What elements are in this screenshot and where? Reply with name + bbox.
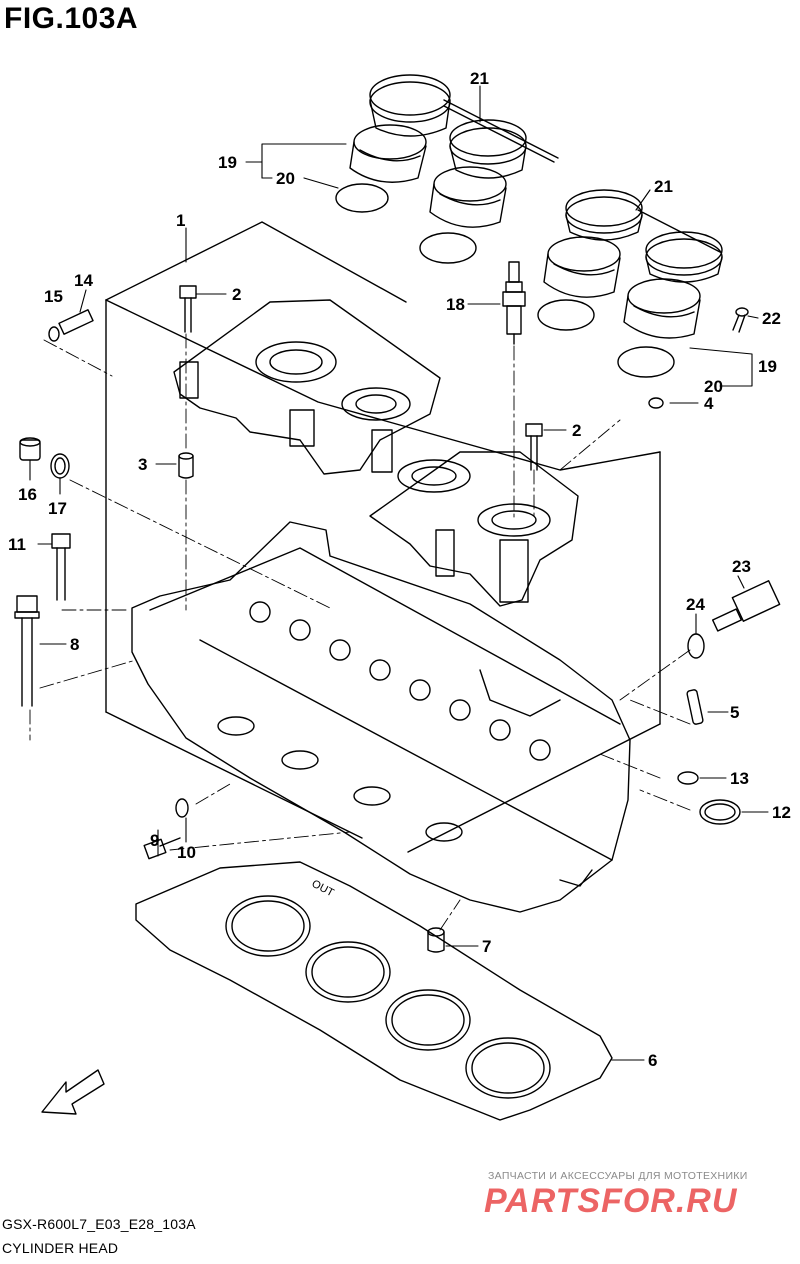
- part-label-10: 10: [177, 843, 196, 862]
- alignment-lines: [29, 333, 691, 931]
- o-ring-20-upper-a: [335, 183, 389, 213]
- intake-boot-upper-right: [429, 119, 527, 228]
- diagram-code: GSX-R600L7_E03_E28_103A: [2, 1216, 196, 1232]
- part-label-17: 17: [48, 499, 67, 518]
- part-label-18: 18: [446, 295, 465, 314]
- part-label-21b: 21: [654, 177, 673, 196]
- spark-plug-18: [502, 261, 526, 345]
- bolt-9: [143, 837, 181, 860]
- boot-clamp-strap-upper: [443, 99, 559, 159]
- plug-16: [19, 437, 41, 461]
- intake-boot-lower-right: [623, 231, 723, 339]
- washer-10: [175, 798, 189, 818]
- part-label-19a: 19: [218, 153, 237, 172]
- fitting-14: [58, 309, 94, 335]
- leader-lines: [29, 85, 769, 1061]
- part-label-21a: 21: [470, 69, 489, 88]
- part-label-9: 9: [150, 831, 159, 850]
- part-label-22: 22: [762, 309, 781, 328]
- part-label-20a: 20: [276, 169, 295, 188]
- part-label-14: 14: [74, 271, 93, 290]
- watermark-logo: PARTSFOR.RU: [484, 1182, 738, 1220]
- part-label-5: 5: [730, 703, 739, 722]
- bolt-2-left: [179, 285, 197, 333]
- o-ring-20-upper-b: [419, 232, 477, 264]
- part-label-13: 13: [730, 769, 749, 788]
- o-ring-13: [677, 771, 699, 785]
- head-gasket-6: [135, 861, 613, 1121]
- bolt-8: [14, 595, 40, 707]
- gasket-15: [48, 326, 60, 342]
- part-label-8: 8: [70, 635, 79, 654]
- part-label-4: 4: [704, 394, 714, 413]
- fwd-text: FWD: [64, 1078, 97, 1107]
- gasket-out-marking: OUT: [310, 878, 336, 900]
- bolt-2-right: [525, 423, 543, 471]
- part-label-12: 12: [772, 803, 791, 822]
- intake-boot-upper-left: [349, 74, 451, 183]
- part-label-20b: 20: [704, 377, 723, 396]
- boot-clamp-strap-lower: [637, 209, 721, 253]
- part-label-1: 1: [176, 211, 185, 230]
- diagram-name: CYLINDER HEAD: [2, 1240, 119, 1256]
- part-label-3: 3: [138, 455, 147, 474]
- dowel-pin-5: [686, 689, 704, 725]
- part-label-24: 24: [686, 595, 705, 614]
- seal-12: [699, 799, 741, 825]
- cylinder-head-body: [131, 521, 631, 913]
- part-label-7: 7: [482, 937, 491, 956]
- part-label-11: 11: [8, 535, 26, 554]
- sensor-23: [711, 580, 781, 632]
- watermark-tagline: ЗАПЧАСТИ И АКСЕССУАРЫ ДЛЯ МОТОТЕХНИКИ: [488, 1170, 748, 1182]
- assembly-frame: [105, 221, 661, 853]
- dowel-pin-3: [178, 452, 194, 479]
- o-ring-20-lower-b: [617, 346, 675, 378]
- intake-boot-lower-left: [543, 189, 643, 298]
- washer-4: [648, 397, 664, 409]
- washer-24: [687, 633, 705, 659]
- part-number-labels: 1 2 2 3 4 5 6 7 8 9 10 11 12 13 14 15 16…: [8, 69, 791, 1070]
- figure-title: FIG.103A: [4, 2, 139, 35]
- part-label-19b: 19: [758, 357, 777, 376]
- part-label-16: 16: [18, 485, 37, 504]
- cam-housing-right: [369, 451, 579, 607]
- o-ring-20-lower-a: [537, 299, 595, 331]
- bolt-11: [51, 533, 71, 601]
- part-label-2b: 2: [572, 421, 581, 440]
- forward-direction-arrow: [41, 1069, 105, 1115]
- part-label-2a: 2: [232, 285, 241, 304]
- cam-housing-left: [173, 299, 441, 475]
- part-label-6: 6: [648, 1051, 657, 1070]
- part-label-23: 23: [732, 557, 751, 576]
- part-label-15: 15: [44, 287, 63, 306]
- screw-22: [732, 307, 749, 333]
